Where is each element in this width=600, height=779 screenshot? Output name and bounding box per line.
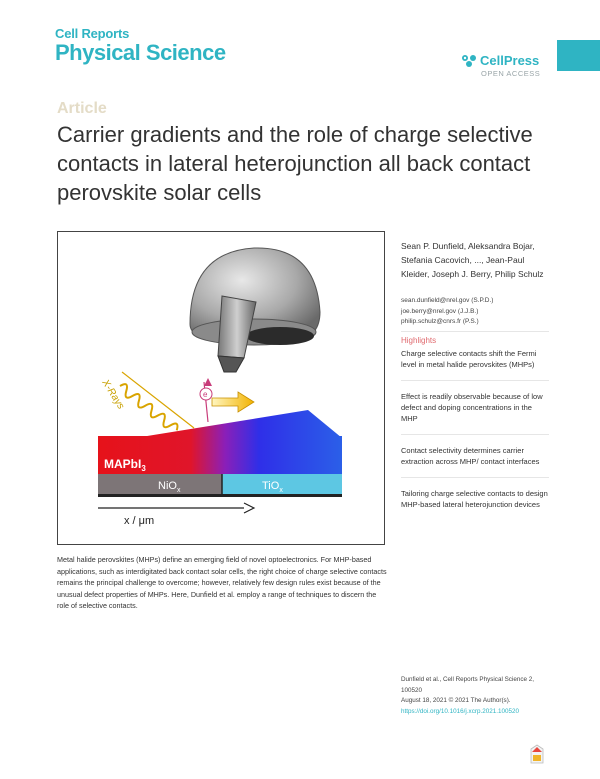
tiox-contact [222, 474, 342, 494]
brand-corner-block [557, 40, 600, 71]
tiox-label: TiOx [262, 480, 283, 494]
highlight-item: Effect is readily observable because of … [401, 389, 549, 435]
photoelectron-analyzer [189, 247, 321, 373]
cellpress-logo-icon [462, 54, 476, 67]
device-stack: MAPbI3 NiOx TiOx [98, 410, 342, 497]
x-ray-label: X-Rays [99, 377, 126, 411]
highlight-item: Charge selective contacts shift the Ferm… [401, 346, 549, 381]
mapbi3-label: MAPbI3 [104, 457, 146, 473]
correspondence-emails: sean.dunfield@nrel.gov (S.P.D.) joe.berr… [401, 296, 551, 328]
email-link[interactable]: sean.dunfield@nrel.gov (S.P.D.) [401, 297, 494, 304]
graphical-abstract: X-Rays e MAPbI3 NiOx TiOx x / μm [57, 231, 385, 545]
niox-contact [98, 474, 222, 494]
publisher-logo[interactable]: CellPress OPEN ACCESS [461, 53, 540, 78]
highlights-heading: Highlights [401, 336, 437, 345]
x-ray-beam: X-Rays [99, 371, 195, 431]
open-access-label: OPEN ACCESS [481, 69, 541, 78]
axis-label: x / μm [124, 515, 154, 527]
niox-label: NiOx [158, 480, 181, 494]
author-list: Sean P. Dunfield, Aleksandra Bojar, Stef… [401, 241, 544, 279]
email-link[interactable]: philip.schulz@cnrs.fr (P.S.) [401, 318, 479, 325]
photoelectron: e [199, 378, 213, 423]
carrier-flow-arrow [211, 391, 255, 413]
citation-reference: Dunfield et al., Cell Reports Physical S… [401, 676, 534, 694]
journal-logo[interactable]: Cell Reports Physical Science [55, 26, 226, 65]
highlights-panel: Highlights Charge selective contacts shi… [401, 331, 549, 528]
summary-abstract: Metal halide perovskites (MHPs) define a… [57, 555, 387, 611]
email-link[interactable]: joe.berry@nrel.gov (J.J.B.) [401, 307, 479, 315]
publisher-name: CellPress [480, 53, 540, 68]
highlight-item: Tailoring charge selective contacts to d… [401, 489, 548, 509]
doi-link[interactable]: https://doi.org/10.1016/j.xcrp.2021.1005… [401, 707, 519, 715]
journal-name-line2: Physical Science [55, 40, 226, 65]
article-title: Carrier gradients and the role of charge… [57, 122, 533, 205]
highlight-item: Contact selectivity determines carrier e… [401, 443, 549, 478]
citation-block: Dunfield et al., Cell Reports Physical S… [401, 675, 549, 717]
electron-label: e [203, 390, 208, 399]
article-type-label: Article [57, 100, 107, 117]
journal-name-line1: Cell Reports [55, 26, 130, 41]
check-for-updates-icon[interactable] [529, 744, 545, 764]
position-axis: x / μm [98, 502, 256, 527]
publication-date: August 18, 2021 © 2021 The Author(s). [401, 697, 511, 704]
mapbi3-layer [98, 436, 342, 474]
graphical-abstract-illustration: X-Rays e MAPbI3 NiOx TiOx x / μm [98, 247, 342, 527]
